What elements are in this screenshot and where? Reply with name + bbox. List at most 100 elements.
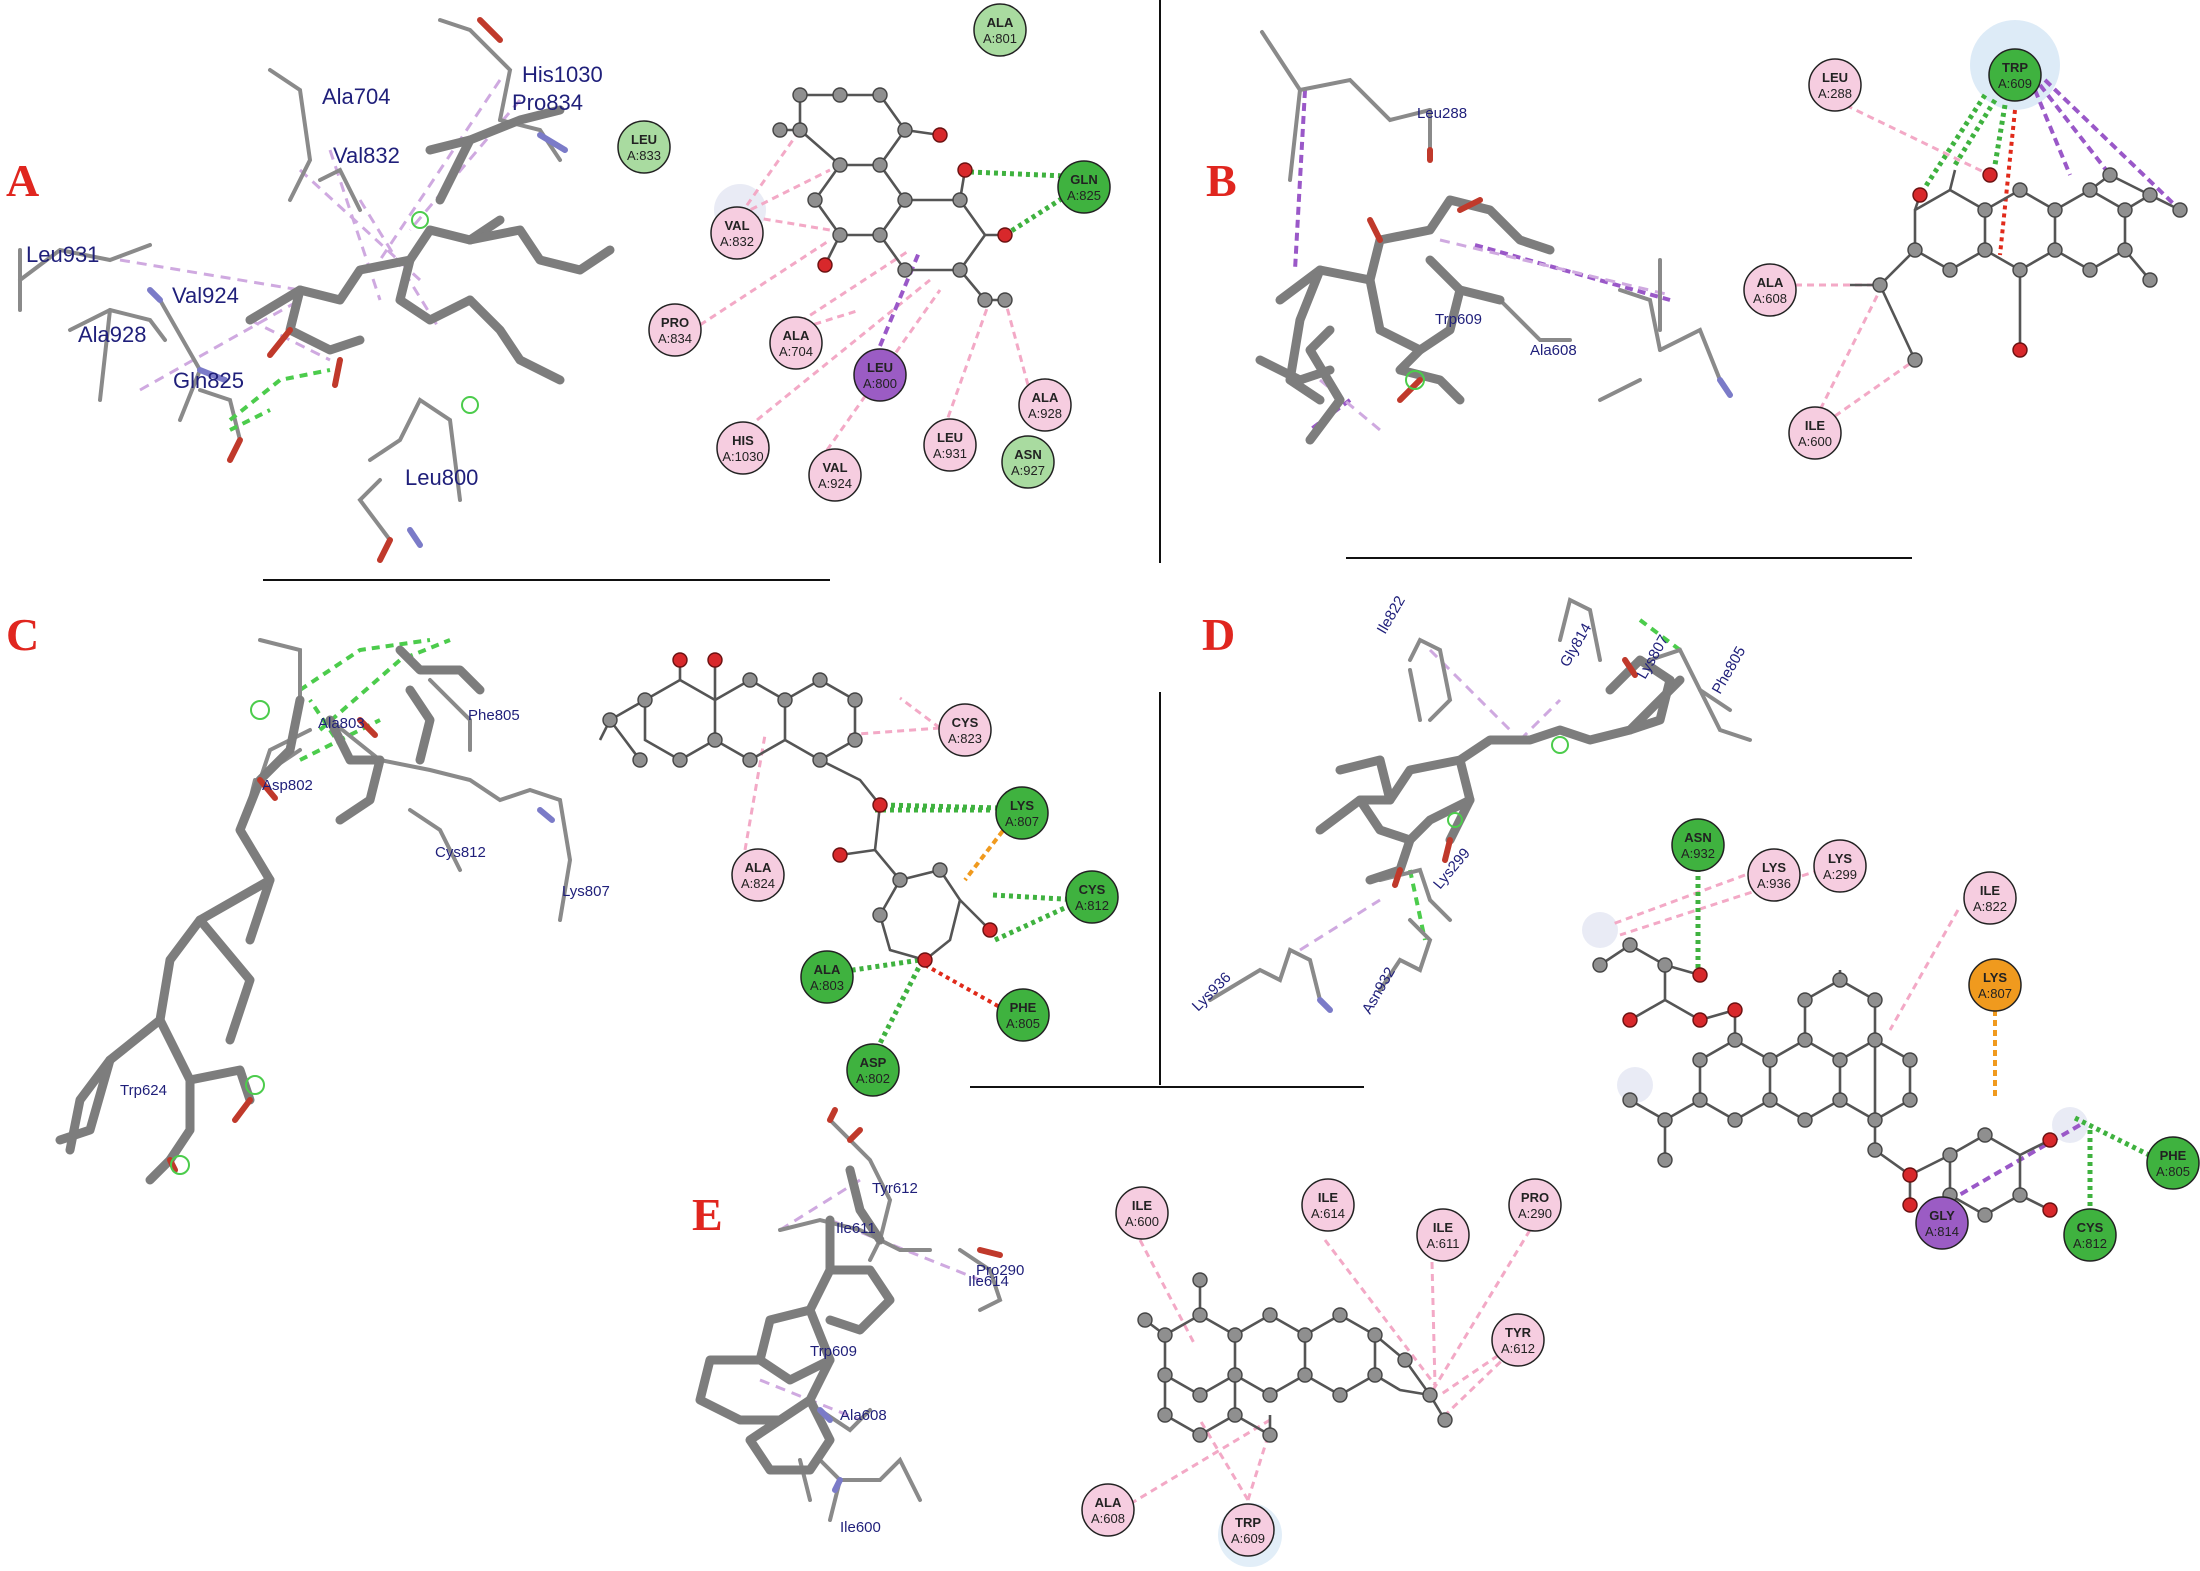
residue-id: A:834 [658, 331, 692, 346]
residue-id: A:932 [1681, 846, 1715, 861]
residue-circle [808, 448, 862, 502]
residue-circle [1508, 1178, 1562, 1232]
panel-c-2d [598, 652, 1084, 1059]
residue-id: A:1030 [722, 449, 763, 464]
panel-a-3d: Ala704 His1030 Pro834 Val832 Leu931 Val9… [18, 17, 615, 563]
panel-b-3d: Leu288 Trp609 Ala608 [1255, 30, 1733, 445]
residue-id: A:825 [1067, 188, 1101, 203]
stick-label-a-5: Val924 [172, 283, 239, 308]
residue-circle [1988, 48, 2042, 102]
residue-circle [995, 786, 1049, 840]
residue-id: A:600 [1798, 434, 1832, 449]
residue-circle [2146, 1136, 2200, 1190]
stick-label-d-3: Phe805 [1709, 644, 1750, 697]
residue-circle [1963, 871, 2017, 925]
residue-circle [923, 418, 977, 472]
residue-circle [648, 303, 702, 357]
residue-name: GLN [1070, 172, 1097, 187]
stick-label-c-4: Cys812 [435, 844, 486, 861]
panel-e-2d [1119, 1229, 1532, 1567]
residue-name: ASN [1684, 830, 1711, 845]
residue-circle [973, 3, 1027, 57]
panel-a-2d [699, 87, 1068, 471]
residue-name: VAL [822, 460, 847, 475]
residue-name: ALA [1095, 1495, 1122, 1510]
residue-id: A:832 [720, 234, 754, 249]
residue-name: LYS [1983, 970, 2007, 985]
residue-circle [1416, 1208, 1470, 1262]
stick-label-e-5: Ala608 [840, 1407, 887, 1424]
stick-label-c-5: Trp624 [120, 1082, 167, 1099]
residue-name: ALA [745, 860, 772, 875]
stick-label-a-0: Ala704 [322, 84, 391, 109]
residue-id: A:608 [1091, 1511, 1125, 1526]
stick-label-d-5: Lys936 [1189, 969, 1235, 1015]
residue-circle [1491, 1313, 1545, 1367]
stick-label-a-2: Pro834 [512, 90, 583, 115]
residue-id: A:812 [1075, 898, 1109, 913]
residue-id: A:299 [1823, 867, 1857, 882]
residue-name: GLY [1929, 1208, 1955, 1223]
residue-circle [1808, 58, 1862, 112]
panel-dividers [263, 0, 1912, 1088]
residue-id: A:288 [1818, 86, 1852, 101]
residue-id: A:803 [810, 978, 844, 993]
residue-id: A:802 [856, 1071, 890, 1086]
residue-id: A:704 [779, 344, 813, 359]
stick-label-e-1: Ile611 [836, 1220, 876, 1237]
stick-label-a-7: Gln825 [173, 368, 244, 393]
residue-name: ALA [783, 328, 810, 343]
stick-label-b-1: Trp609 [1435, 311, 1482, 328]
residue-id: A:927 [1011, 463, 1045, 478]
stick-label-e-3: Ile614 [968, 1273, 1009, 1290]
residue-name: LEU [867, 360, 893, 375]
residue-id: A:609 [1998, 76, 2032, 91]
residue-id: A:814 [1925, 1224, 1959, 1239]
residue-name: CYS [952, 715, 979, 730]
residue-circle [996, 988, 1050, 1042]
residue-circle [1301, 1178, 1355, 1232]
residue-id: A:822 [1973, 899, 2007, 914]
residue-name: VAL [724, 218, 749, 233]
panel-label-c: C [6, 609, 39, 660]
residue-bubbles: ALAA:801LEUA:833GLNA:825VALA:832PROA:834… [617, 3, 2200, 1557]
residue-name: LEU [1822, 70, 1848, 85]
residue-name: ASN [1014, 447, 1041, 462]
residue-name: ILE [1980, 883, 2001, 898]
residue-name: PRO [661, 315, 689, 330]
residue-name: TRP [2002, 60, 2028, 75]
residue-name: ASP [860, 1055, 887, 1070]
residue-id: A:823 [948, 731, 982, 746]
residue-circle [731, 848, 785, 902]
residue-id: A:805 [2156, 1164, 2190, 1179]
stick-label-c-2: Asp802 [262, 777, 313, 794]
residue-name: ILE [1433, 1220, 1454, 1235]
residue-name: ILE [1318, 1190, 1339, 1205]
residue-circle [853, 348, 907, 402]
residue-circle [1065, 870, 1119, 924]
residue-name: TRP [1235, 1515, 1261, 1530]
residue-circle [1743, 263, 1797, 317]
residue-name: ILE [1805, 418, 1826, 433]
residue-name: ALA [1757, 275, 1784, 290]
